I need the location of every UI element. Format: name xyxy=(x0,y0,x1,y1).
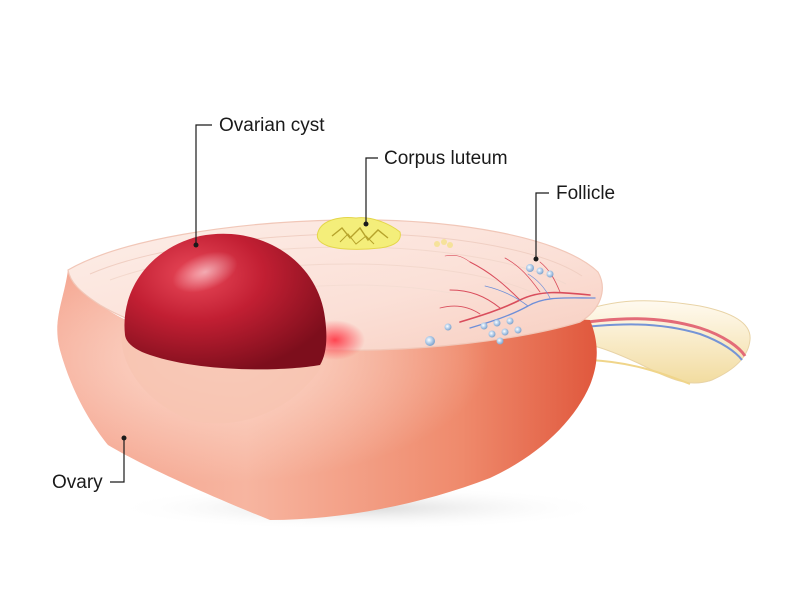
leader-dot-follicle xyxy=(533,256,539,262)
follicle xyxy=(488,330,496,338)
leader-line-corpus-luteum xyxy=(365,157,378,224)
cyst-socket xyxy=(121,330,325,424)
follicle xyxy=(425,336,435,346)
small-yellow-body xyxy=(434,239,453,248)
follicle xyxy=(496,337,504,345)
follicle xyxy=(493,319,501,327)
follicle xyxy=(514,326,522,334)
follicle xyxy=(501,328,509,336)
corpus-luteum xyxy=(316,217,401,250)
follicle xyxy=(536,267,544,275)
leader-dot-ovary xyxy=(121,435,127,441)
follicle xyxy=(506,317,514,325)
label-follicle: Follicle xyxy=(556,183,616,204)
blood-vessels xyxy=(439,254,596,329)
ovarian-cyst xyxy=(124,233,327,370)
leader-lines xyxy=(110,124,549,483)
ovarian-ligament xyxy=(559,300,751,385)
follicle xyxy=(480,322,488,330)
leader-line-ovary xyxy=(110,438,125,483)
follicle xyxy=(444,323,452,331)
label-ovary: Ovary xyxy=(52,472,103,493)
ovary-body xyxy=(57,270,597,520)
leader-dot-corpus-luteum xyxy=(363,221,369,227)
follicles xyxy=(425,264,554,346)
label-ovarian-cyst: Ovarian cyst xyxy=(219,115,325,136)
follicle xyxy=(546,270,554,278)
leader-line-ovarian-cyst xyxy=(195,124,212,245)
leader-dot-ovarian-cyst xyxy=(193,242,199,248)
label-corpus-luteum: Corpus luteum xyxy=(384,148,508,169)
follicle xyxy=(526,264,534,272)
leader-line-follicle xyxy=(535,192,549,259)
